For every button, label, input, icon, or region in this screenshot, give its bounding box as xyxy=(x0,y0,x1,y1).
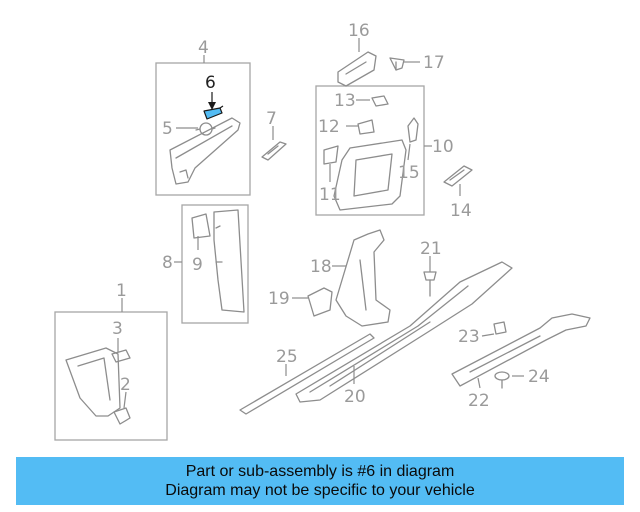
label-17: 17 xyxy=(423,53,445,73)
label-11: 11 xyxy=(319,185,341,205)
part-7-clip xyxy=(261,141,287,161)
label-23: 23 xyxy=(458,327,480,347)
banner-line-2: Diagram may not be specific to your vehi… xyxy=(165,482,475,499)
part-3-clip xyxy=(111,349,131,363)
label-2: 2 xyxy=(120,375,131,395)
label-25: 25 xyxy=(276,347,298,367)
assembly-box-4 xyxy=(155,62,251,196)
label-4: 4 xyxy=(198,38,209,58)
part-2-clip xyxy=(113,407,131,425)
label-1: 1 xyxy=(116,281,127,301)
part-8-center-pillar xyxy=(191,209,245,313)
label-21: 21 xyxy=(420,239,442,259)
label-7: 7 xyxy=(266,109,277,129)
assembly-box-1 xyxy=(54,311,168,441)
part-18-pillar-lower xyxy=(335,229,391,327)
label-9: 9 xyxy=(192,255,203,275)
part-23-bolt xyxy=(493,321,507,335)
assembly-box-10 xyxy=(315,85,425,216)
label-19: 19 xyxy=(268,289,290,309)
label-12: 12 xyxy=(318,117,340,137)
part-1-kick-panel xyxy=(65,347,121,417)
label-3: 3 xyxy=(112,319,123,339)
label-10: 10 xyxy=(432,137,454,157)
part-19-clip xyxy=(307,287,333,317)
part-10-quarter-trim xyxy=(323,95,419,211)
label-15: 15 xyxy=(398,163,420,183)
part-6-highlighted xyxy=(203,105,224,120)
label-14: 14 xyxy=(450,201,472,221)
part-4-pillar-trim xyxy=(169,117,241,185)
assembly-box-8 xyxy=(181,204,249,324)
part-22-rail xyxy=(451,313,591,387)
label-8: 8 xyxy=(162,253,173,273)
part-14-clip xyxy=(443,165,473,187)
part-25-molding xyxy=(239,333,375,415)
part-20-sill-plate xyxy=(295,261,513,403)
label-16: 16 xyxy=(348,21,370,41)
label-13: 13 xyxy=(334,91,356,111)
label-22: 22 xyxy=(468,391,490,411)
label-6-highlighted: 6 xyxy=(205,73,216,93)
label-24: 24 xyxy=(528,367,550,387)
part-21-bolt xyxy=(423,271,437,297)
part-16-bracket xyxy=(337,51,377,87)
label-18: 18 xyxy=(310,257,332,277)
label-20: 20 xyxy=(344,387,366,407)
leader-lines xyxy=(117,38,524,409)
banner-line-1: Part or sub-assembly is #6 in diagram xyxy=(185,463,455,480)
label-5: 5 xyxy=(162,119,173,139)
info-banner: Part or sub-assembly is #6 in diagram Di… xyxy=(16,457,624,505)
part-17-screw xyxy=(389,57,405,71)
part-5-clip xyxy=(195,122,216,136)
part-24-clip xyxy=(494,371,510,389)
